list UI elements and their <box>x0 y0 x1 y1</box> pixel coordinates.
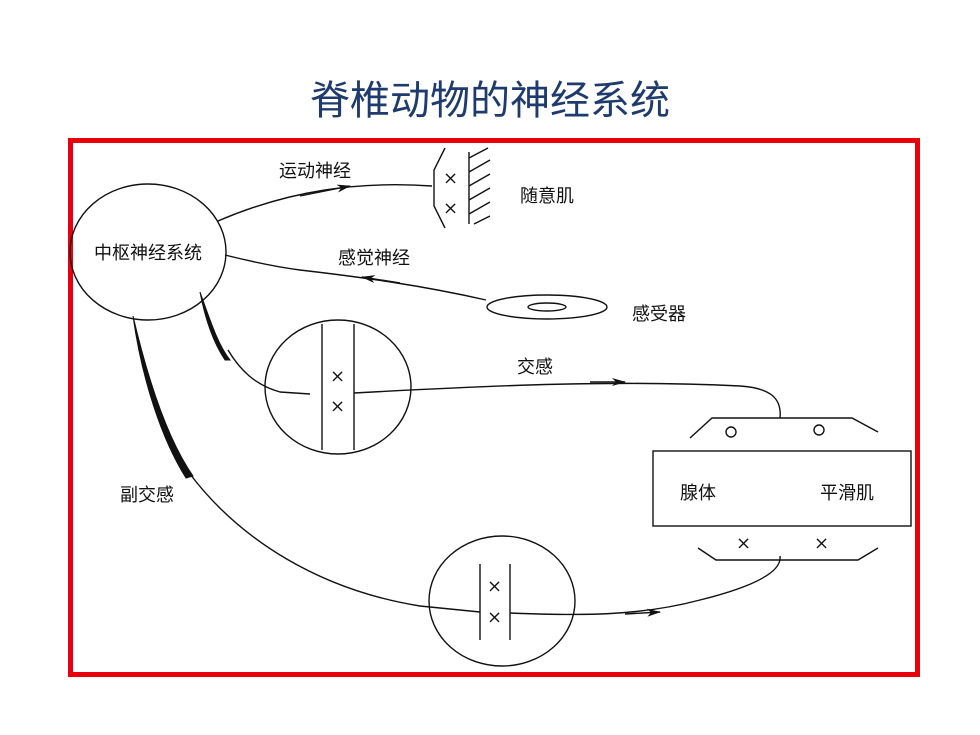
sympathetic-postganglionic-fiber <box>353 382 781 419</box>
parasympathetic-arrow <box>624 608 661 617</box>
skeletal-muscle-symbol: × × <box>433 147 491 229</box>
upper-receptor-left <box>725 426 737 438</box>
lower-receptor-cross-right: × <box>814 533 829 554</box>
motor-nerve-arrow <box>299 184 351 197</box>
skeletal-muscle-label: 随意肌 <box>520 186 574 207</box>
effector-upper-membrane <box>689 417 879 439</box>
upper-receptor-right <box>813 424 825 436</box>
effector-lower-membrane <box>697 547 879 561</box>
sympathetic-to-ganglion <box>227 349 311 395</box>
sensory-nerve-path <box>224 254 487 301</box>
parasympathetic-ganglion-cross-2: × <box>487 607 502 628</box>
parasympathetic-ganglion <box>428 535 576 667</box>
sympathetic-ganglion <box>264 319 412 455</box>
cns-circle <box>69 183 227 321</box>
parasympathetic-preganglionic-fiber <box>132 315 194 479</box>
sensory-nerve-arrow <box>361 275 401 284</box>
parasympathetic-to-ganglion <box>189 473 481 613</box>
page-title: 脊椎动物的神经系统 <box>310 78 670 124</box>
motor-nerve-label: 运动神经 <box>279 161 351 182</box>
receptor-symbol <box>486 294 608 320</box>
effector-box <box>652 450 912 527</box>
diagram-frame <box>68 138 920 677</box>
parasympathetic-postganglionic-fiber <box>509 555 781 616</box>
sympathetic-label: 交感 <box>517 357 553 378</box>
sensory-nerve-label: 感觉神经 <box>338 248 410 269</box>
sympathetic-ganglion-cross-1: × <box>330 366 345 387</box>
cns-label: 中枢神经系统 <box>94 243 202 264</box>
sympathetic-ganglion-cross-2: × <box>330 396 345 417</box>
parasympathetic-ganglion-cross-1: × <box>487 576 502 597</box>
motor-nerve-path <box>217 184 433 222</box>
lower-receptor-cross-left: × <box>736 533 751 554</box>
gland-label: 腺体 <box>680 483 716 504</box>
muscle-cross-2: × <box>443 198 458 219</box>
receptor-label: 感受器 <box>632 304 686 325</box>
sympathetic-preganglionic-fiber <box>199 291 232 361</box>
smooth-muscle-label: 平滑肌 <box>820 483 874 504</box>
muscle-cross-1: × <box>443 168 458 189</box>
parasympathetic-label: 副交感 <box>120 485 174 506</box>
